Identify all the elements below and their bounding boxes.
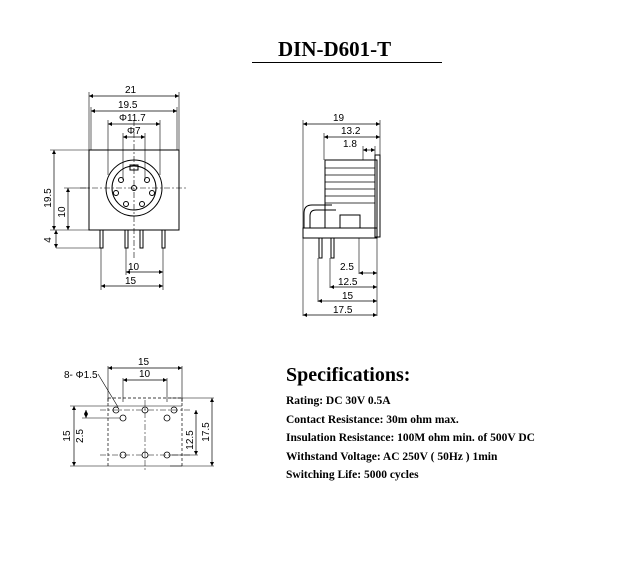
dim-depth-1-8: 1.8 <box>343 139 357 150</box>
side-boss <box>339 214 361 229</box>
pcb-layout-labels: 8- Φ1.5 15 10 15 2.5 12.5 17.5 <box>62 357 212 450</box>
spec-rating: Rating: DC 30V 0.5A <box>286 395 391 407</box>
dim-dia-11-7: Φ11.7 <box>119 113 146 124</box>
specifications-heading: Specifications: <box>286 364 411 386</box>
dim-height-10: 10 <box>57 206 68 218</box>
spec-contact-resistance: Contact Resistance: 30m ohm max. <box>286 413 459 426</box>
side-view-pins <box>318 237 335 259</box>
pcb-holes <box>112 406 178 459</box>
dim-depth-12-5: 12.5 <box>338 277 358 288</box>
dim-pcb-height-12-5: 12.5 <box>185 430 196 450</box>
dim-pcb-height-15: 15 <box>62 430 73 442</box>
dim-height-19-5: 19.5 <box>43 188 54 208</box>
spec-switching-life: Switching Life: 5000 cycles <box>286 469 419 481</box>
part-number-title: DIN-D601-T <box>252 36 442 63</box>
dim-pcb-width-10: 10 <box>139 369 151 380</box>
dim-depth-17-5: 17.5 <box>333 305 353 316</box>
dim-depth-13-2: 13.2 <box>341 126 361 137</box>
side-view-labels: 19 13.2 1.8 2.5 12.5 15 17.5 <box>333 113 361 316</box>
front-view-labels: 21 19.5 Φ11.7 Φ7 19.5 10 4 10 15 <box>43 85 146 287</box>
dim-depth-19: 19 <box>333 113 345 124</box>
dim-pin-span-15: 15 <box>125 276 137 287</box>
side-bent-lead <box>303 204 336 228</box>
front-view <box>50 92 186 290</box>
dim-width-19-5: 19.5 <box>118 100 138 111</box>
dim-pcb-height-17-5: 17.5 <box>201 422 212 442</box>
spec-withstand-voltage: Withstand Voltage: AC 250V ( 50Hz ) 1min <box>286 450 498 463</box>
front-view-pins <box>99 229 166 249</box>
dim-pin-pitch-10: 10 <box>128 262 140 273</box>
dim-depth-15: 15 <box>342 291 354 302</box>
dim-height-4: 4 <box>43 237 54 243</box>
side-base <box>302 227 378 239</box>
side-body-outline <box>324 159 378 229</box>
dim-width-21: 21 <box>125 85 137 96</box>
specifications-list: Rating: DC 30V 0.5A Contact Resistance: … <box>286 392 535 485</box>
dim-pcb-height-2-5: 2.5 <box>75 429 86 443</box>
dim-pcb-width-15: 15 <box>138 357 150 368</box>
side-view <box>302 120 381 318</box>
pcb-layout <box>70 365 215 470</box>
dim-depth-2-5: 2.5 <box>340 262 354 273</box>
spec-insulation-resistance: Insulation Resistance: 100M ohm min. of … <box>286 432 535 444</box>
dim-hole-callout: 8- Φ1.5 <box>64 370 98 381</box>
dim-dia-7: Φ7 <box>127 126 141 137</box>
